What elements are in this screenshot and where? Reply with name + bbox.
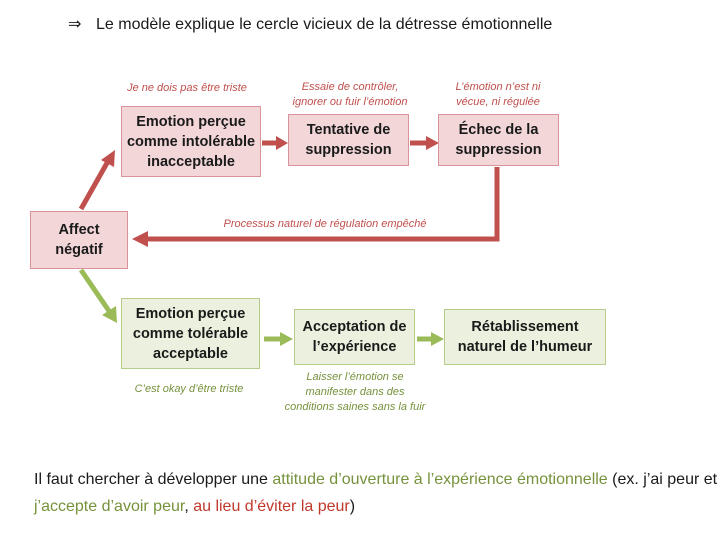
conclusion-attitude-ouverture: attitude d’ouverture à l’expérience émot… <box>272 471 608 488</box>
conclusion-part-3: (ex. j’ai peur et <box>607 471 718 488</box>
arrow-green-box2-to-box3-head <box>431 332 444 346</box>
arrow-affect-to-top <box>78 161 110 211</box>
conclusion-part-5: , <box>184 498 194 515</box>
arrow-box2-to-box3-head <box>426 136 439 150</box>
box-retablissement: Rétablissement naturel de l’humeur <box>444 309 606 365</box>
arrow-affect-to-bottom-head <box>102 306 117 323</box>
arrow-green-box1-to-box2-head <box>280 332 293 346</box>
box-tentative-suppression: Tentative de suppression <box>288 114 409 166</box>
affect-negatif-box: Affect négatif <box>30 211 128 269</box>
return-arrow-head <box>132 231 148 247</box>
note-non-regulee: L’émotion n’est ni vécue, ni régulée <box>455 81 541 108</box>
note-laisser-emotion: Laisser l’émotion se manifester dans des… <box>284 371 426 413</box>
return-arrow <box>146 167 500 242</box>
box-acceptation: Acceptation de l’expérience <box>294 309 415 365</box>
conclusion-accepte-peur: j’accepte d’avoir peur <box>34 498 185 515</box>
conclusion-part-7: ) <box>349 498 356 515</box>
arrow-affect-to-top-head <box>101 150 115 167</box>
box-emotion-tolerable: Emotion perçue comme tolérable acceptabl… <box>121 298 260 369</box>
arrow-box1-to-box2-head <box>276 136 288 150</box>
conclusion-part-1: Il faut chercher à développer une <box>34 471 273 488</box>
header-text: Le modèle explique le cercle vicieux de … <box>96 16 553 33</box>
box-echec-suppression: Échec de la suppression <box>438 114 559 166</box>
conclusion-paragraph: Il faut chercher à développer une attitu… <box>34 466 724 520</box>
note-intolerable: Je ne dois pas être triste <box>127 82 247 94</box>
box-emotion-intolerable: Emotion perçue comme intolérable inaccep… <box>121 106 261 177</box>
note-controle: Essaie de contrôler, ignorer ou fuir l’é… <box>292 81 408 108</box>
note-okay-triste: C’est okay d’être triste <box>134 383 244 395</box>
conclusion-eviter-peur: au lieu d’éviter la peur <box>193 498 350 515</box>
note-processus-empeche: Processus naturel de régulation empêché <box>223 218 427 230</box>
arrow-affect-to-bottom <box>78 268 112 313</box>
slide-header: ⇒ Le modèle explique le cercle vicieux de… <box>68 14 552 34</box>
implies-arrow-icon: ⇒ <box>68 16 82 33</box>
